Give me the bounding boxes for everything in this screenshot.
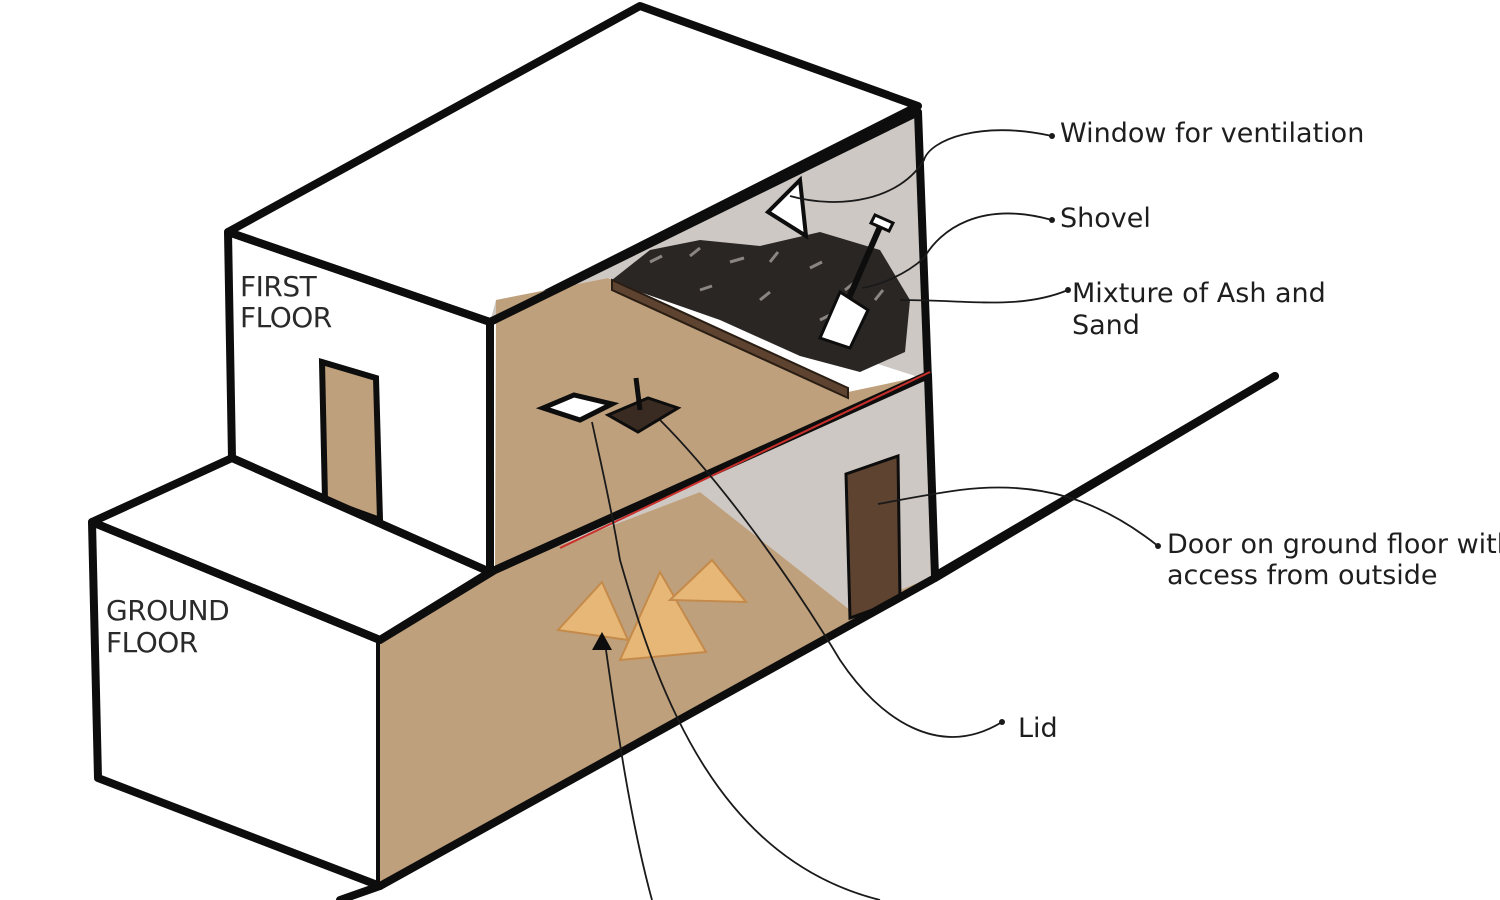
floor-seam-line bbox=[559, 371, 931, 549]
label-door-line-1: Door on ground floor with bbox=[1167, 529, 1500, 560]
label-mixture-line-1: Mixture of Ash and bbox=[1072, 278, 1326, 309]
ground-floor-front-face bbox=[88, 518, 384, 890]
first-floor-interior-floor bbox=[495, 278, 928, 570]
leader-lid bbox=[659, 419, 1003, 738]
label-lid: Lid bbox=[1018, 713, 1058, 744]
floor-labels: FIRST FLOOR GROUND FLOOR bbox=[106, 270, 332, 659]
leader-door bbox=[877, 486, 1159, 547]
leader-mixture bbox=[899, 289, 1069, 304]
leader-lines bbox=[591, 129, 1161, 900]
leader-compost bbox=[605, 649, 653, 900]
lid-handle bbox=[633, 377, 643, 411]
first-floor-label-line-1: FIRST bbox=[240, 270, 318, 303]
shovel-icon bbox=[817, 213, 896, 350]
ground-floor-label-line-2: FLOOR bbox=[106, 626, 198, 659]
label-window: Window for ventilation bbox=[1060, 118, 1364, 149]
mixture-texture bbox=[649, 246, 885, 322]
ground-floor-door bbox=[844, 453, 902, 621]
ground-line bbox=[931, 372, 1279, 582]
leader-shovel bbox=[861, 212, 1053, 289]
ventilation-window-icon bbox=[764, 175, 809, 240]
label-shovel: Shovel bbox=[1060, 203, 1151, 234]
leader-window bbox=[789, 129, 1053, 203]
ground-floor-label-line-1: GROUND bbox=[106, 594, 229, 627]
leader-seat-hole bbox=[591, 421, 881, 900]
first-floor-label-line-2: FLOOR bbox=[240, 301, 332, 334]
seat-hole-icon bbox=[535, 392, 620, 423]
label-door-line-2: access from outside bbox=[1167, 560, 1438, 591]
ground-floor-interior-wall bbox=[495, 375, 935, 610]
lid-icon bbox=[604, 396, 682, 434]
label-mixture-line-2: Sand bbox=[1072, 310, 1140, 341]
compost-piles bbox=[555, 558, 749, 662]
first-floor-cutaway-edge bbox=[486, 108, 932, 576]
callout-labels: Window for ventilation Shovel Mixture of… bbox=[1018, 118, 1500, 744]
wooden-ledge bbox=[611, 278, 849, 400]
first-floor-door bbox=[318, 357, 384, 525]
first-floor-block bbox=[224, 2, 932, 576]
